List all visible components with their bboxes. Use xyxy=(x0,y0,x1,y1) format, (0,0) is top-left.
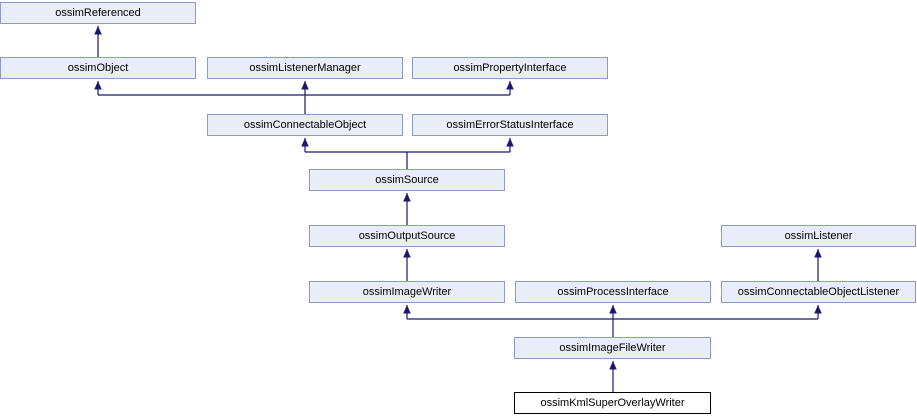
class-node-ossimoutputsource[interactable]: ossimOutputSource xyxy=(309,225,505,247)
edge-ossimconnectableobject-to-parents xyxy=(94,81,514,114)
class-node-ossimsource[interactable]: ossimSource xyxy=(309,169,505,191)
class-node-ossimkmlsuperoverlaywriter: ossimKmlSuperOverlayWriter xyxy=(514,392,711,414)
class-node-ossimreferenced[interactable]: ossimReferenced xyxy=(0,2,196,24)
class-node-ossimlistenermanager[interactable]: ossimListenerManager xyxy=(207,57,403,79)
class-node-ossimobject[interactable]: ossimObject xyxy=(0,57,196,79)
class-node-ossimerrorstatusinterface[interactable]: ossimErrorStatusInterface xyxy=(412,114,608,136)
class-node-ossimimagewriter[interactable]: ossimImageWriter xyxy=(309,281,505,303)
edge-ossimsource-to-parents xyxy=(301,138,514,169)
class-node-ossimconnectableobjectlistener[interactable]: ossimConnectableObjectListener xyxy=(721,281,916,303)
class-node-ossimconnectableobject[interactable]: ossimConnectableObject xyxy=(207,114,403,136)
class-node-ossimlistener[interactable]: ossimListener xyxy=(721,225,916,247)
edge-ossimimagefilewriter-to-parents xyxy=(403,305,822,337)
class-node-ossimimagefilewriter[interactable]: ossimImageFileWriter xyxy=(514,337,711,359)
class-node-ossimprocessinterface[interactable]: ossimProcessInterface xyxy=(515,281,711,303)
class-node-ossimpropertyinterface[interactable]: ossimPropertyInterface xyxy=(412,57,608,79)
